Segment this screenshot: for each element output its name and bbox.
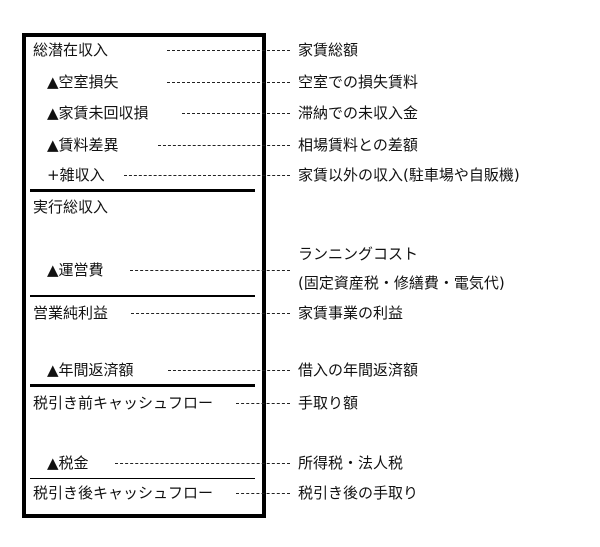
leader-line [167, 82, 290, 83]
row-label: 税引き後キャッシュフロー [33, 484, 214, 502]
leader-line [124, 175, 290, 176]
row-desc: 家賃事業の利益 [298, 304, 404, 322]
subtotal-line [30, 384, 255, 387]
row-label: 営業純利益 [33, 304, 109, 322]
row-desc: 相場賃料との差額 [298, 136, 418, 154]
subtotal-line [30, 189, 255, 192]
row-desc: 借入の年間返済額 [298, 361, 419, 379]
row-desc: 家賃以外の収入(駐車場や自販機) [298, 166, 520, 184]
row-desc: 空室での損失賃料 [298, 73, 419, 91]
row-label: ▲賃料差異 [47, 136, 119, 154]
subtotal-line [30, 295, 255, 297]
row-desc: 税引き後の手取り [298, 484, 419, 502]
leader-line [131, 313, 290, 314]
row-label: 税引き前キャッシュフロー [33, 394, 214, 412]
cashflow-box [22, 33, 266, 518]
leader-line [182, 113, 290, 114]
row-label: ▲運営費 [47, 261, 104, 279]
row-label: ▲空室損失 [47, 73, 119, 91]
row-desc: 滞納での未収入金 [298, 104, 419, 122]
leader-line [236, 403, 290, 404]
row-label: ▲家賃未回収損 [47, 104, 149, 122]
subtotal-line [30, 478, 255, 479]
row-desc: 手取り額 [298, 394, 359, 412]
row-desc: 所得税・法人税 [298, 454, 404, 472]
row-label: +雑収入 [47, 166, 105, 184]
row-desc: (固定資産税・修繕費・電気代) [298, 274, 505, 292]
row-label: ▲税金 [47, 454, 89, 472]
leader-line [158, 145, 290, 146]
row-label: ▲年間返済額 [47, 361, 134, 379]
leader-line [168, 370, 290, 371]
leader-line [130, 270, 290, 271]
leader-line [115, 463, 290, 464]
row-label: 実行総収入 [33, 198, 109, 216]
row-label: 総潜在収入 [33, 41, 109, 59]
row-desc: ランニングコスト [298, 245, 419, 263]
leader-line [167, 50, 290, 51]
leader-line [236, 493, 290, 494]
row-desc: 家賃総額 [298, 41, 359, 59]
